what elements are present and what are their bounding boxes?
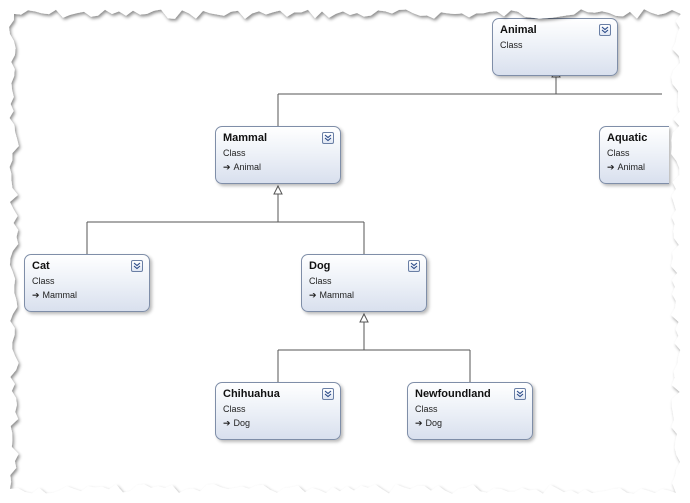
double-chevron-down-icon[interactable] — [131, 260, 143, 272]
base-class-name: Dog — [233, 418, 251, 428]
class-box-chihuahua[interactable]: Chihuahua Class ➔Dog — [215, 382, 341, 440]
class-name: Mammal — [223, 132, 268, 144]
class-kind: Class — [415, 404, 438, 414]
class-box-newfoundland[interactable]: Newfoundland Class ➔Dog — [407, 382, 533, 440]
class-name: Dog — [309, 260, 331, 272]
class-kind: Class — [500, 40, 523, 50]
class-name: Cat — [32, 260, 50, 272]
base-class-name: Mammal — [42, 290, 78, 300]
arrow-right-icon: ➔ — [32, 290, 40, 300]
class-box-cat[interactable]: Cat Class ➔Mammal — [24, 254, 150, 312]
base-class: ➔Animal — [607, 160, 662, 174]
class-name: Animal — [500, 24, 537, 36]
arrow-right-icon: ➔ — [223, 418, 231, 428]
double-chevron-down-icon[interactable] — [408, 260, 420, 272]
class-box-dog[interactable]: Dog Class ➔Mammal — [301, 254, 427, 312]
class-name: Chihuahua — [223, 388, 280, 400]
base-class-name: Dog — [425, 418, 443, 428]
base-class-name: Animal — [617, 162, 646, 172]
base-class-name: Animal — [233, 162, 262, 172]
base-class: ➔Mammal — [32, 288, 142, 302]
base-class: ➔Animal — [223, 160, 333, 174]
class-kind: Class — [607, 148, 630, 158]
arrow-right-icon: ➔ — [415, 418, 423, 428]
double-chevron-down-icon[interactable] — [322, 132, 334, 144]
arrow-right-icon: ➔ — [223, 162, 231, 172]
arrow-right-icon: ➔ — [309, 290, 317, 300]
class-box-animal[interactable]: Animal Class — [492, 18, 618, 76]
base-class: ➔Dog — [223, 416, 333, 430]
arrow-right-icon: ➔ — [607, 162, 615, 172]
double-chevron-down-icon[interactable] — [322, 388, 334, 400]
connector-mammal-children — [86, 184, 365, 254]
class-kind: Class — [32, 276, 55, 286]
class-box-mammal[interactable]: Mammal Class ➔Animal — [215, 126, 341, 184]
base-class-name: Mammal — [319, 290, 355, 300]
base-class: ➔Dog — [415, 416, 525, 430]
class-box-aquatic[interactable]: Aquatic Class ➔Animal — [599, 126, 669, 184]
class-name: Newfoundland — [415, 388, 491, 400]
connector-dog-children — [277, 312, 471, 382]
double-chevron-down-icon[interactable] — [514, 388, 526, 400]
class-kind: Class — [223, 404, 246, 414]
double-chevron-down-icon[interactable] — [599, 24, 611, 36]
class-name: Aquatic — [607, 132, 648, 144]
class-kind: Class — [223, 148, 246, 158]
base-class: ➔Mammal — [309, 288, 419, 302]
class-kind: Class — [309, 276, 332, 286]
